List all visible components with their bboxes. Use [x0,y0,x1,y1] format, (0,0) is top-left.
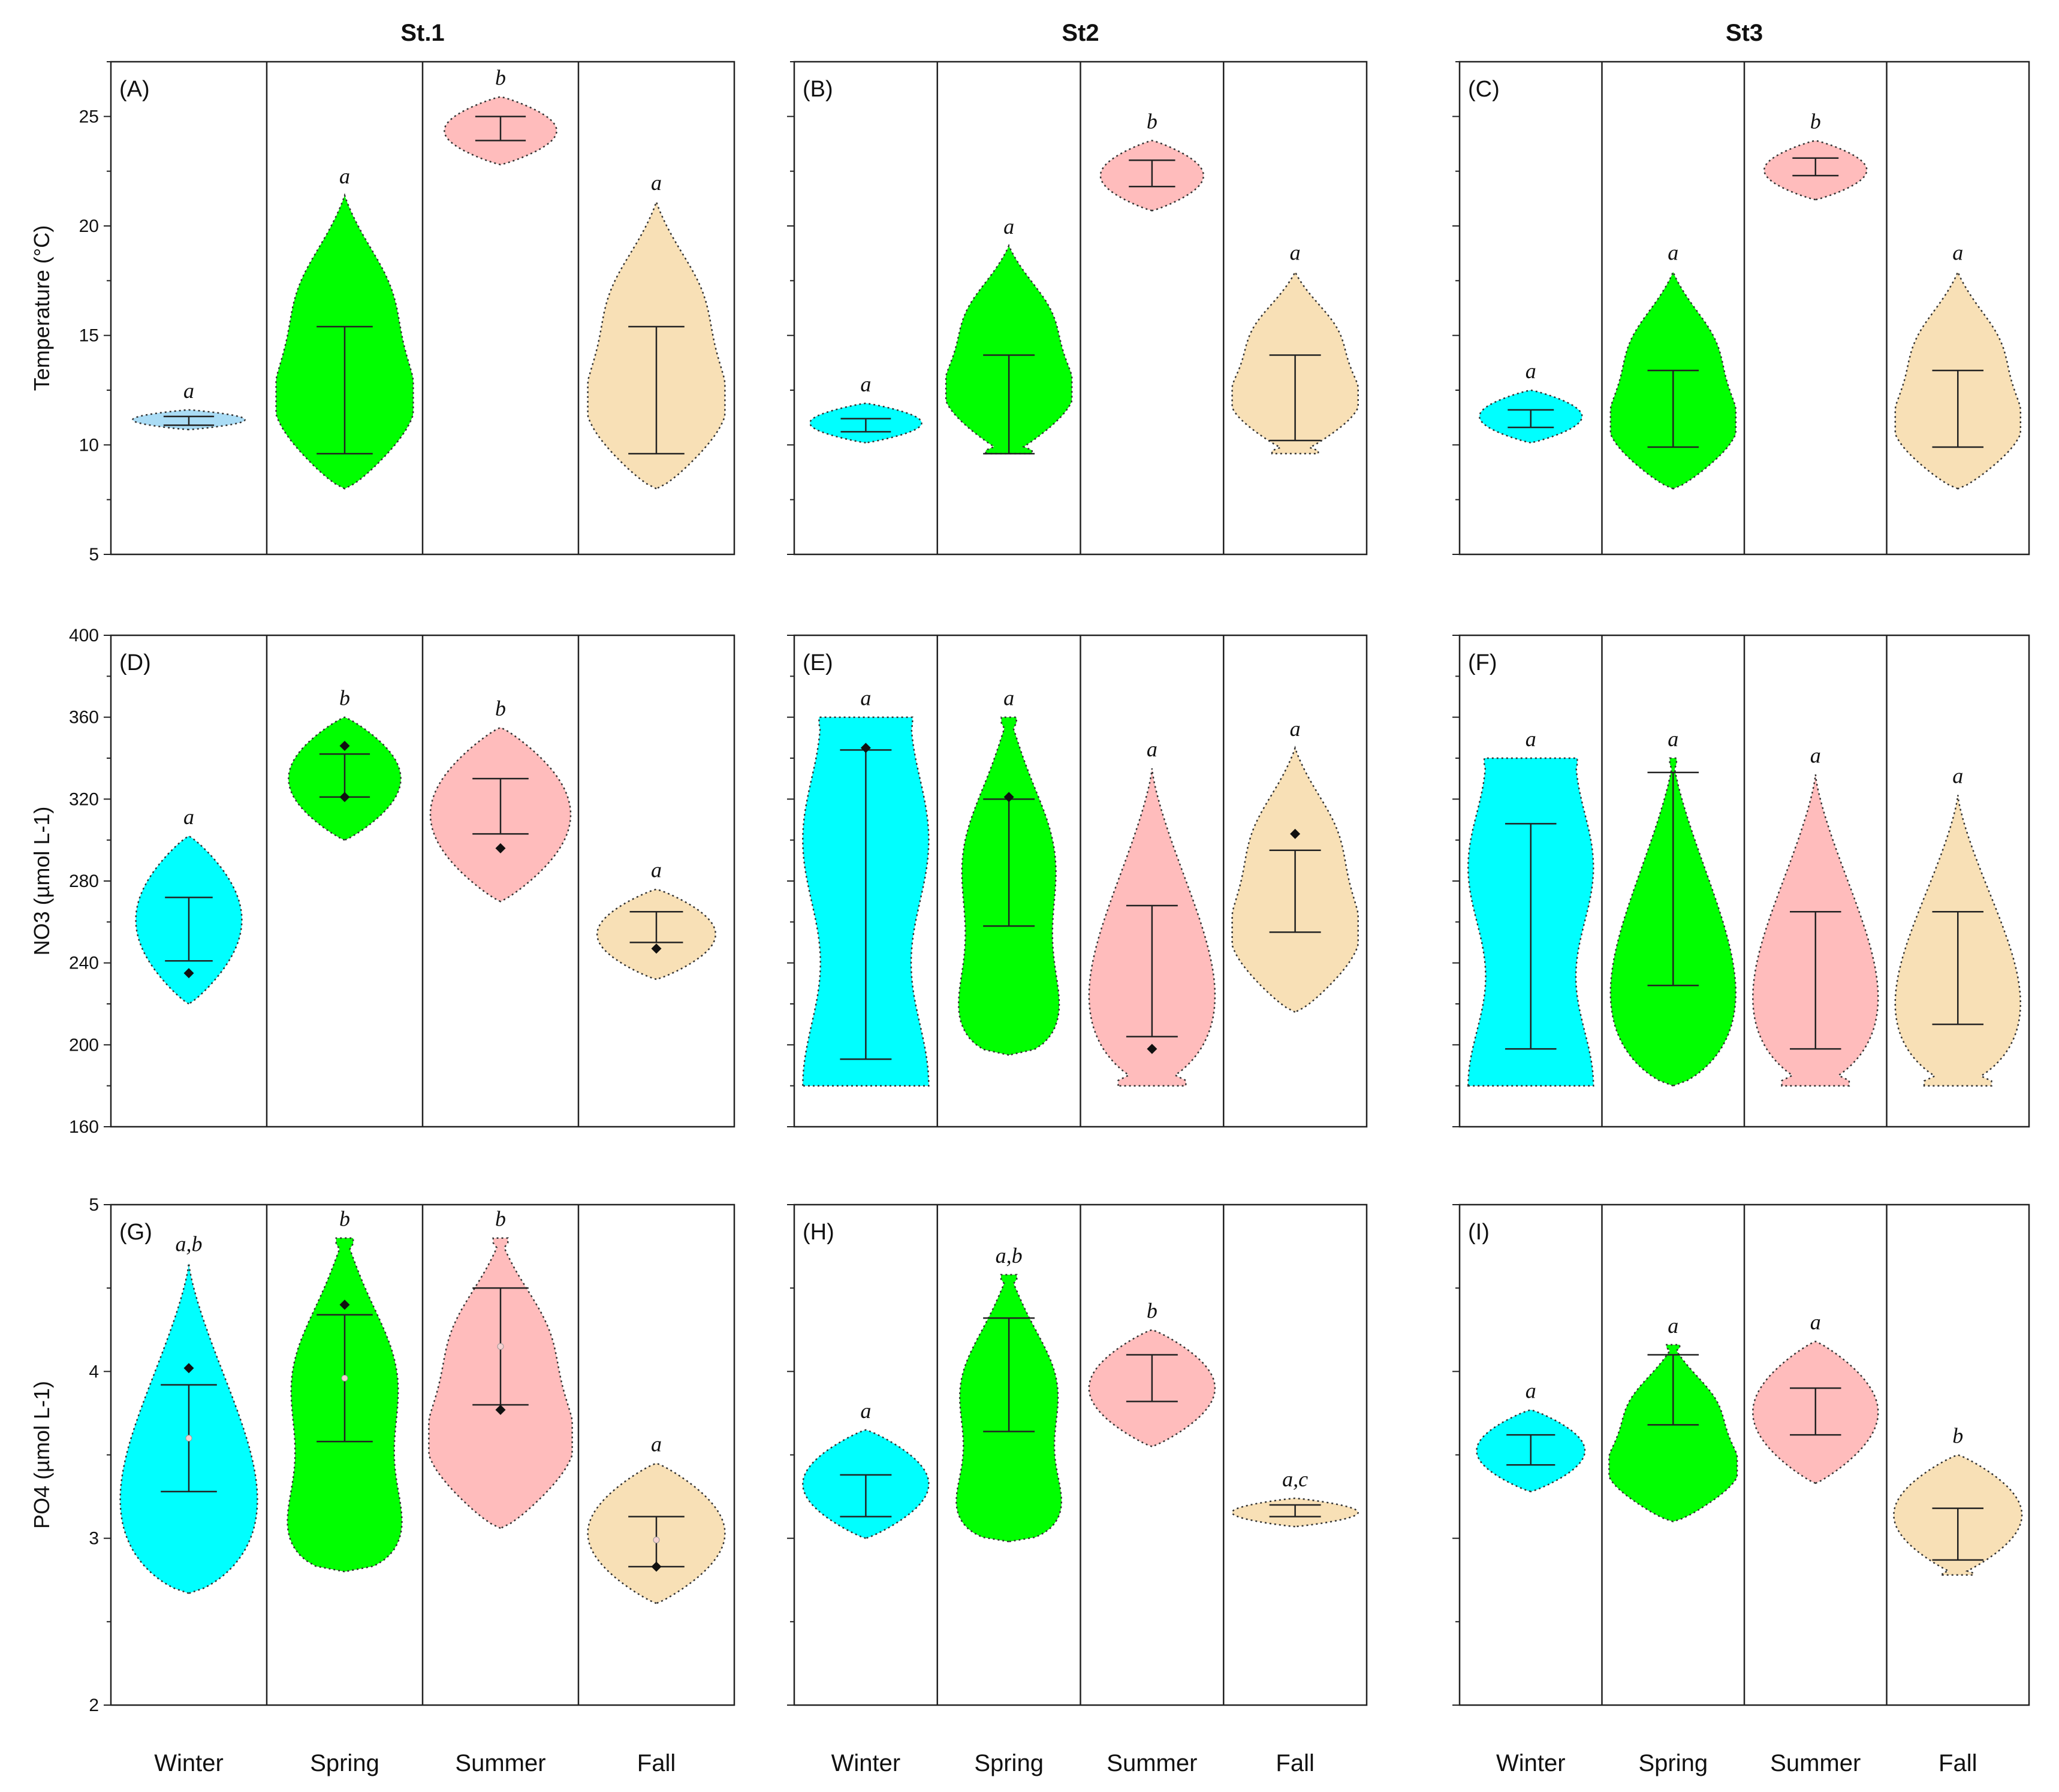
y-tick-label: 400 [69,626,99,645]
significance-letter: a [183,805,194,829]
column-title: St3 [1726,20,1763,46]
outlier-marker [495,843,506,853]
significance-letter: a [183,379,194,403]
significance-letter: a,b [176,1232,203,1256]
significance-letter: b [1952,1424,1963,1448]
significance-letter: a [860,686,871,710]
panel-label: (C) [1468,77,1500,102]
column-title: St2 [1062,20,1099,46]
significance-letter: b [495,1207,506,1231]
significance-letter: a [1003,686,1014,710]
y-tick-label: 240 [69,954,99,973]
season-label: Winter [154,1750,224,1776]
y-axis-label: Temperature (°C) [29,225,54,391]
significance-letter: a [1147,737,1157,761]
y-tick-label: 15 [79,326,99,346]
mean-marker [185,1435,192,1442]
y-tick-label: 280 [69,871,99,891]
season-label: Spring [310,1750,379,1776]
significance-letter: a [860,1399,871,1423]
outlier-marker [651,943,662,954]
violin-body [945,243,1073,455]
significance-letter: a [1668,1314,1678,1338]
y-tick-label: 5 [89,1195,99,1215]
outlier-marker [1290,828,1301,839]
mean-marker [497,1343,504,1350]
season-label: Summer [1107,1750,1197,1776]
y-tick-label: 20 [79,216,99,236]
significance-letter: a [860,372,871,396]
y-tick-label: 320 [69,789,99,809]
column-title: St.1 [400,20,444,46]
significance-letter: b [339,686,350,710]
significance-letter: a [1668,241,1678,265]
season-label: Winter [831,1750,901,1776]
season-label: Winter [1496,1750,1566,1776]
outlier-marker [860,743,871,753]
significance-letter: b [339,1207,350,1231]
significance-letter: a [651,858,662,882]
significance-letter: b [1147,110,1157,134]
significance-letter: a [1526,1378,1536,1402]
panel-label: (H) [803,1220,834,1245]
panel-label: (A) [119,77,150,102]
panel-label: (I) [1468,1220,1490,1245]
significance-letter: a [1952,764,1963,788]
y-tick-label: 360 [69,708,99,728]
outlier-marker [651,1561,662,1572]
y-axis-label: NO3 (µmol L-1) [29,807,54,956]
mean-marker [653,1536,660,1543]
y-tick-label: 4 [89,1362,99,1381]
significance-letter: a [339,164,350,188]
season-label: Fall [637,1750,676,1776]
significance-letter: a [1290,717,1301,741]
y-tick-label: 5 [89,545,99,565]
significance-letter: a [651,1432,662,1456]
significance-letter: a [1003,215,1014,239]
significance-letter: a [1810,1310,1821,1334]
outlier-marker [339,741,350,751]
panel-label: (B) [803,77,833,102]
significance-letter: a [1526,727,1536,751]
season-label: Fall [1276,1750,1314,1776]
significance-letter: a,b [996,1244,1023,1268]
season-label: Summer [1770,1750,1861,1776]
significance-letter: b [1810,110,1821,134]
y-tick-label: 25 [79,107,99,126]
significance-letter: a [651,171,662,195]
season-label: Spring [974,1750,1044,1776]
mean-marker [341,1374,348,1381]
panel-label: (E) [803,650,833,675]
outlier-marker [1003,792,1014,803]
season-label: Fall [1939,1750,1977,1776]
season-label: Summer [455,1750,545,1776]
violin-body [1608,1344,1738,1523]
y-tick-label: 2 [89,1696,99,1715]
significance-letter: a [1290,241,1301,265]
panel-label: (F) [1468,650,1497,675]
outlier-marker [1147,1043,1157,1054]
significance-letter: a [1668,727,1678,751]
y-tick-label: 160 [69,1117,99,1137]
panel-label: (D) [119,650,151,675]
outlier-marker [339,1299,350,1310]
y-tick-label: 10 [79,435,99,455]
significance-letter: a [1526,359,1536,383]
significance-letter: a [1952,241,1963,265]
significance-letter: b [1147,1299,1157,1323]
y-tick-label: 200 [69,1035,99,1055]
y-axis-label: PO4 (µmol L-1) [29,1381,54,1529]
outlier-marker [495,1404,506,1415]
y-tick-label: 3 [89,1529,99,1549]
outlier-marker [339,792,350,803]
season-label: Spring [1638,1750,1708,1776]
significance-letter: b [495,696,506,720]
significance-letter: a [1810,743,1821,767]
significance-letter: a,c [1282,1467,1308,1491]
significance-letter: b [495,65,506,89]
panel-label: (G) [119,1220,152,1245]
